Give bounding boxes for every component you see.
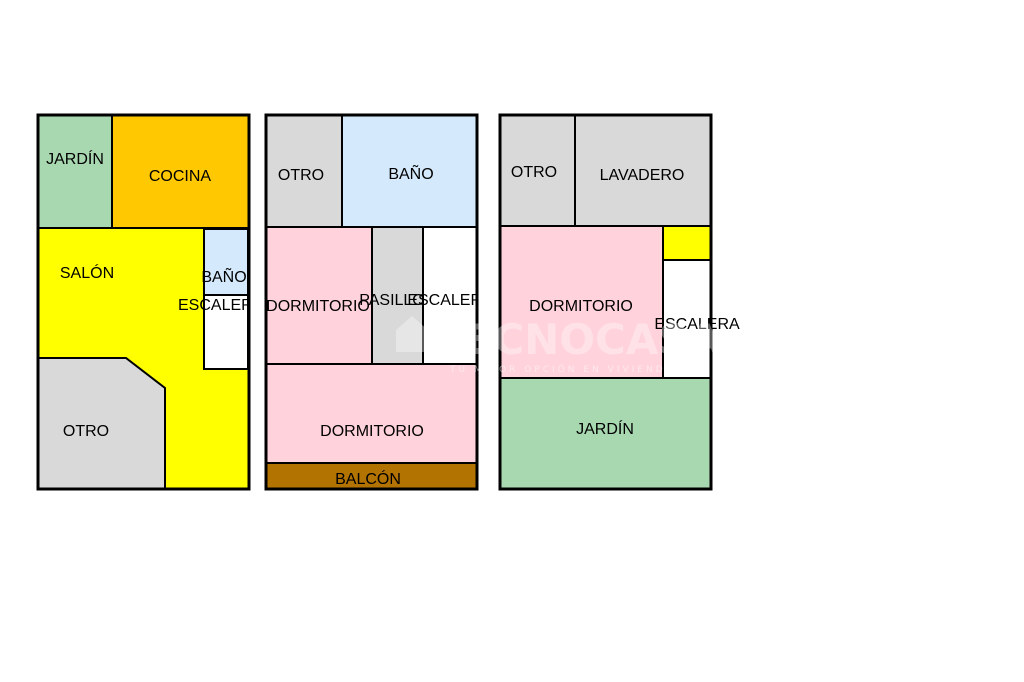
bedroom-room: [499, 225, 664, 379]
other-room-label: OTRO: [511, 164, 557, 181]
hallway-label: PASILLO: [359, 292, 425, 309]
laundry-room: [574, 114, 712, 227]
house-logo-icon: [396, 316, 428, 352]
bedroom-label-1: DORMITORIO: [266, 298, 370, 315]
yellow-area: [662, 225, 712, 261]
bathroom-label: BAÑO: [388, 163, 433, 183]
stair-label: ESCALERA: [178, 297, 264, 314]
other-room-label: OTRO: [278, 167, 324, 184]
garden-room: [37, 114, 113, 229]
stair-label: ESCALERA: [407, 292, 493, 309]
first-floor-plan: OTRO BAÑO DORMITORIO PASILLO ESCALERA DO…: [264, 113, 493, 491]
bathroom-label: BAÑO: [201, 266, 246, 286]
second-floor-plan: OTRO LAVADERO DORMITORIO ESCALERA JARDÍN: [498, 113, 740, 491]
bedroom-room-2: [265, 363, 478, 464]
bathroom-room: [341, 114, 478, 228]
garden-label: JARDÍN: [576, 419, 634, 438]
kitchen-room: [111, 114, 250, 229]
bedroom-room-1: [265, 226, 373, 365]
garden-label: JARDÍN: [46, 149, 104, 168]
living-room-label: SALÓN: [60, 263, 114, 282]
watermark-tagline: TU MEJOR OPCIÓN EN VIVIENDA: [449, 363, 675, 375]
tecnocasa-watermark: TECNOCASA TU MEJOR OPCIÓN EN VIVIENDA: [396, 315, 722, 375]
stair-label: ESCALERA: [654, 316, 740, 333]
ground-floor-plan: JARDÍN COCINA SALÓN BAÑO ESCALERA OTRO: [36, 113, 264, 491]
second-floor-outline: [498, 113, 713, 491]
laundry-label: LAVADERO: [600, 167, 685, 184]
bedroom-label-2: DORMITORIO: [320, 423, 424, 440]
first-floor-outline: [264, 113, 479, 491]
garden-room: [499, 377, 712, 490]
balcony-label: BALCÓN: [335, 469, 401, 488]
ground-floor-outline: [36, 113, 251, 491]
other-room-label: OTRO: [63, 423, 109, 440]
bedroom-label: DORMITORIO: [529, 298, 633, 315]
watermark-brand: TECNOCASA: [436, 315, 722, 364]
kitchen-label: COCINA: [149, 168, 212, 185]
